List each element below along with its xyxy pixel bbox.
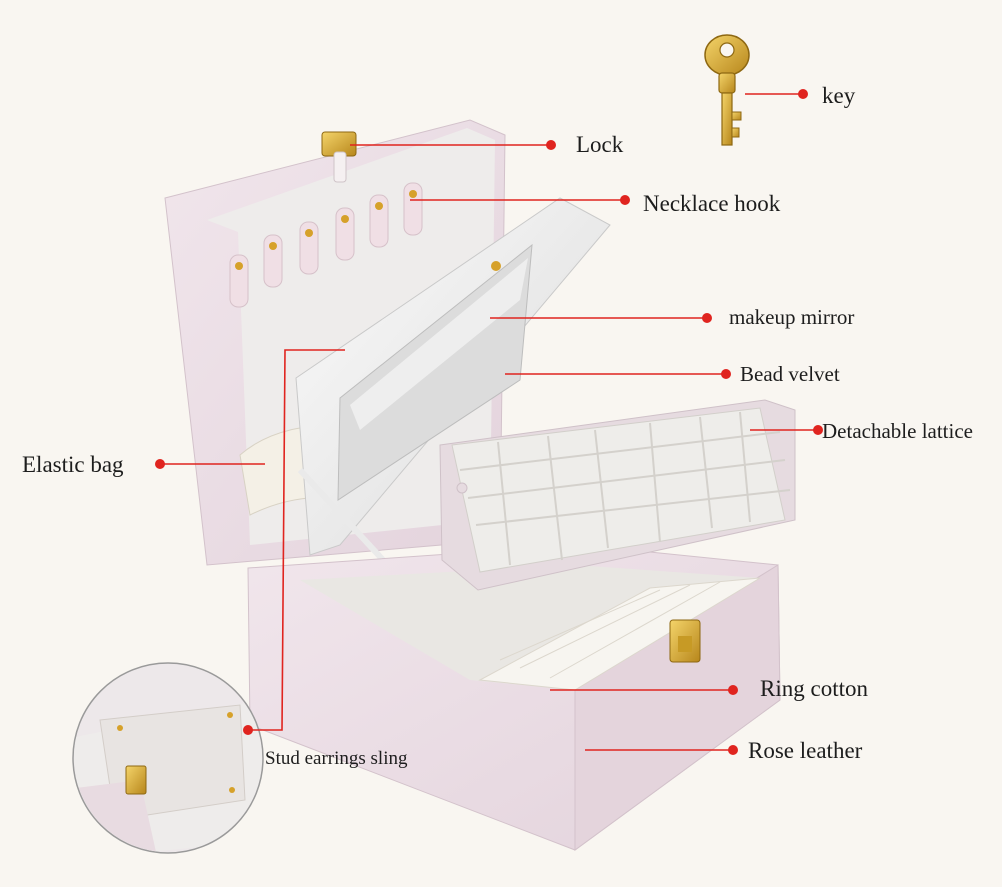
leader-dots xyxy=(155,89,823,755)
box-base xyxy=(247,544,781,851)
necklace-hooks xyxy=(229,182,423,308)
label-necklace-hook: Necklace hook xyxy=(643,191,781,216)
label-elastic-bag: Elastic bag xyxy=(22,452,124,477)
lid-lock-icon xyxy=(321,131,357,183)
label-detachable-lattice: Detachable lattice xyxy=(822,419,973,443)
leader-stud-earrings xyxy=(248,349,345,731)
detachable-lattice-tray xyxy=(439,399,796,591)
front-lock-icon xyxy=(669,619,701,663)
leader-lines xyxy=(160,93,818,751)
stud-earrings-inset xyxy=(72,662,264,854)
label-lock: Lock xyxy=(576,132,624,157)
label-bead-velvet: Bead velvet xyxy=(740,362,840,386)
label-ring-cotton: Ring cotton xyxy=(760,676,868,701)
label-key: key xyxy=(822,83,856,108)
makeup-mirror xyxy=(295,197,611,603)
label-makeup-mirror: makeup mirror xyxy=(729,305,855,329)
key-icon xyxy=(704,34,750,146)
label-stud-earrings-sling: Stud earrings sling xyxy=(265,748,408,769)
label-rose-leather: Rose leather xyxy=(748,738,863,763)
